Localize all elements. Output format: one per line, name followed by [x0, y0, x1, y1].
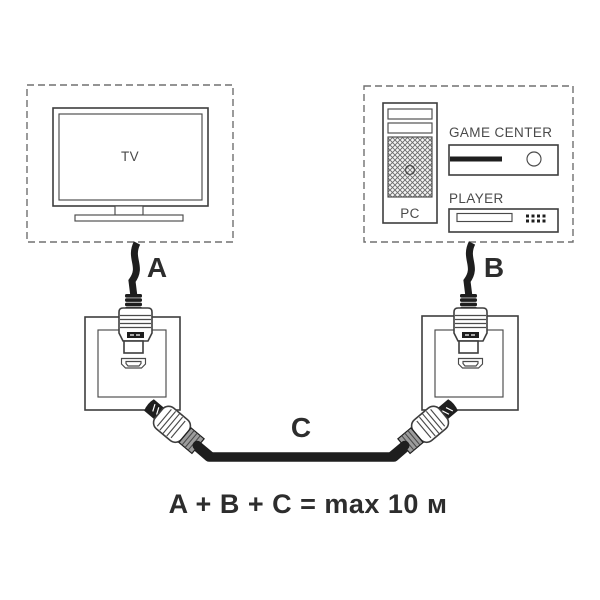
player-buttons-icon	[526, 214, 546, 223]
tv-frame	[52, 107, 209, 207]
hdmi-plug-icon-b	[453, 294, 488, 354]
source-zone-dashed-box	[363, 85, 574, 243]
hdmi-plug-icon-c-right	[387, 399, 458, 461]
game-slot-icon	[450, 156, 502, 162]
length-formula: A + B + C = max 10 м	[169, 489, 448, 519]
cable-b	[463, 241, 476, 298]
player-label: PLAYER	[449, 191, 504, 206]
tv-screen	[58, 113, 203, 201]
cable-a	[128, 241, 141, 298]
player-case	[448, 208, 559, 233]
hdmi-plug-icon-a	[118, 294, 153, 354]
tv-stand-base	[74, 214, 184, 222]
hdmi-port-icon	[120, 357, 147, 369]
cable-c-label: C	[291, 412, 311, 443]
pc-label: PC	[400, 206, 420, 221]
tv-zone-dashed-box	[26, 84, 234, 243]
hdmi-plug-icon-c-left	[144, 399, 215, 461]
cable-a-label: A	[147, 252, 167, 283]
player-device	[448, 208, 559, 233]
tv-label: TV	[121, 149, 139, 164]
game-center-label: GAME CENTER	[449, 125, 552, 140]
disc-tray-icon	[456, 212, 513, 223]
tv-stand-neck	[114, 205, 144, 216]
power-button-icon	[404, 164, 416, 176]
pc-drive-bay-2	[387, 122, 433, 134]
power-button-icon	[526, 151, 542, 167]
game-center-device	[448, 144, 559, 176]
tv-illustration: TV	[52, 107, 209, 222]
pc-drive-bay-1	[387, 108, 433, 120]
cable-b-label: B	[484, 252, 504, 283]
pc-tower: PC	[382, 102, 438, 224]
pc-vent-grille-icon	[387, 136, 433, 198]
hdmi-port-icon	[457, 357, 484, 369]
